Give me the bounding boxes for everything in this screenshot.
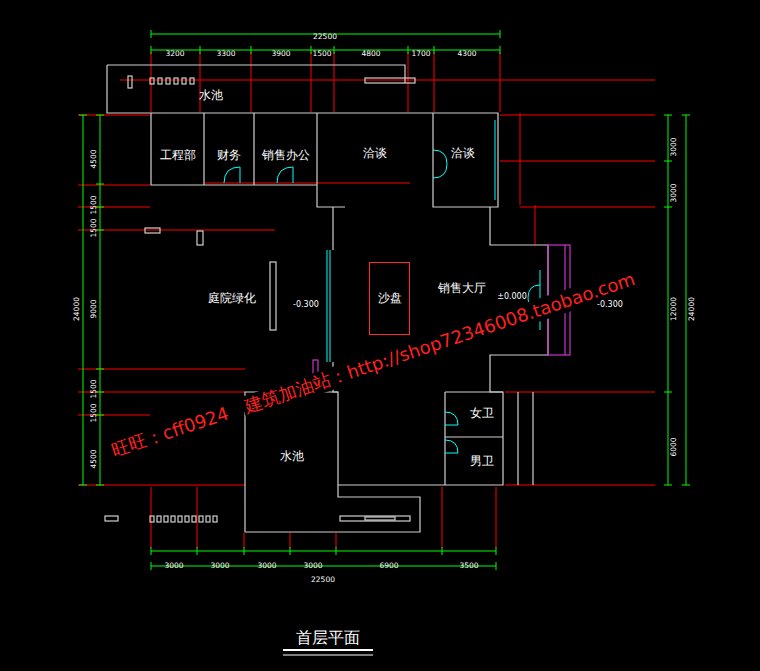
room-name: 水池	[199, 88, 223, 102]
room-name: 财务	[217, 148, 241, 162]
dimension-text: 1700	[411, 50, 430, 58]
room-name: 水池	[280, 449, 304, 463]
dimension-text: 6000	[670, 437, 678, 456]
dimension-text: 4500	[90, 149, 98, 168]
dimension-text: 22500	[313, 33, 337, 41]
level-mark: -0.300	[597, 301, 623, 309]
room-name: 女卫	[470, 406, 494, 420]
dimension-text: 4300	[457, 50, 476, 58]
room-box: 工程部	[151, 120, 204, 190]
dimension-text: 3000	[670, 183, 678, 202]
dimension-text: 24000	[73, 297, 81, 321]
caption-underline	[283, 650, 373, 655]
dimension-text: 22500	[311, 576, 335, 584]
pool-room: 水池	[151, 80, 271, 110]
drawing-caption: 首层平面	[296, 630, 360, 646]
dimension-text: 4800	[361, 50, 380, 58]
dimension-text: 4500	[90, 449, 98, 468]
dimension-text: 3000	[303, 562, 322, 570]
room-name: 沙盘	[378, 291, 402, 305]
room-name: 工程部	[160, 148, 196, 162]
room-name: 洽谈	[451, 146, 475, 160]
dimension-text: 3000	[210, 562, 229, 570]
room-name: 销售大厅	[438, 281, 486, 295]
dimension-text: 3500	[459, 562, 478, 570]
dimension-text: 1500	[312, 50, 331, 58]
area-label: 庭院绿化	[208, 292, 256, 304]
dimension-text: 24000	[688, 297, 696, 321]
room-box: 女卫	[460, 392, 503, 434]
dimension-text: 3000	[670, 137, 678, 156]
dimension-text: 3200	[165, 50, 184, 58]
dimension-text: 1500	[90, 403, 98, 422]
dimension-lines	[79, 30, 690, 570]
walls	[105, 65, 548, 532]
watermark-text: 旺旺：cff0924	[107, 402, 234, 462]
room-box: 洽谈	[433, 113, 493, 193]
dimension-text: 3000	[257, 562, 276, 570]
level-mark: ±0.000	[497, 293, 527, 301]
axis-lines	[78, 52, 655, 548]
room-box: 财务	[204, 120, 254, 190]
room-name: 洽谈	[363, 146, 387, 160]
room-box: 男卫	[460, 437, 503, 485]
dimension-text: 1500	[90, 218, 98, 237]
dimension-text: 3300	[216, 50, 235, 58]
dimension-text: 9000	[90, 299, 98, 318]
dimension-text: 6900	[379, 562, 398, 570]
room-box: 销售办公	[254, 120, 317, 190]
room-name: 男卫	[470, 454, 494, 468]
dimension-text: 12000	[670, 297, 678, 321]
dimension-text: 3000	[164, 562, 183, 570]
dimension-text: 1500	[90, 195, 98, 214]
sand-table: 沙盘	[369, 262, 410, 335]
room-box: 洽谈	[317, 113, 433, 193]
room-name: 销售办公	[262, 148, 310, 162]
dimension-text: 3900	[271, 50, 290, 58]
dimension-text: 1500	[90, 379, 98, 398]
level-mark: -0.300	[293, 301, 319, 309]
watermark-band: 旺旺：cff0924建筑加油站：http://shop72346008.taob…	[107, 268, 640, 463]
